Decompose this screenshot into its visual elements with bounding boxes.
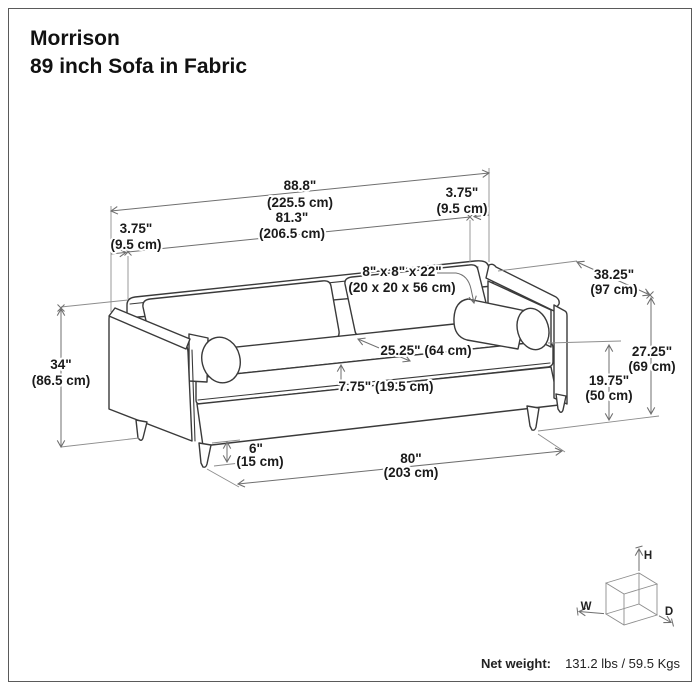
dimension-labels: 88.8" (225.5 cm) 3.75" (9.5 cm) 81.3" (2…: [30, 176, 678, 482]
leg-front-right: [526, 405, 540, 431]
bolster-leader-line: [437, 272, 477, 305]
dim-right-overhang: 3.75" (9.5 cm): [434, 183, 489, 218]
dim-bolster-metric: (20 x 20 x 56 cm): [348, 280, 455, 295]
title-block: Morrison 89 inch Sofa in Fabric: [30, 27, 247, 78]
dim-leg-height-metric: (15 cm): [236, 454, 283, 469]
leg-back-right: [555, 393, 567, 413]
dim-overall-width-inches: 88.8": [284, 178, 317, 193]
dim-arm-height-inches: 27.25": [632, 344, 672, 359]
dim-leg-to-leg-width: 80" (203 cm): [382, 449, 441, 482]
dim-inner-width: 81.3" (206.5 cm): [257, 208, 327, 243]
right-arm-rail: [485, 263, 560, 312]
orientation-cube: H W D: [576, 545, 674, 627]
dim-overall-width-metric: (225.5 cm): [267, 195, 333, 210]
dim-bolster-pillow: 8" x 8" x 22" (20 x 20 x 56 cm): [346, 262, 457, 297]
dim-overall-width: 88.8" (225.5 cm): [265, 176, 335, 212]
dim-inner-width-metric: (206.5 cm): [259, 226, 325, 241]
cube-wireframe: [604, 572, 659, 626]
dim-leg-to-leg-metric: (203 cm): [384, 465, 439, 480]
dim-leg-to-leg-inches: 80": [400, 451, 421, 466]
dim-overall-height-metric: (86.5 cm): [32, 373, 91, 388]
dim-seat-depth: 25.25" (64 cm): [380, 343, 471, 358]
net-weight-label: Net weight:: [481, 656, 551, 671]
dim-overall-height: 34" (86.5 cm): [30, 355, 93, 390]
cube-d-label: D: [665, 606, 673, 618]
cube-w-label: W: [581, 601, 592, 613]
cube-w-axis: [577, 607, 605, 617]
leg-front-left: [198, 442, 212, 468]
left-arm-rail: [108, 307, 191, 350]
dim-seat-height-metric: (50 cm): [585, 388, 632, 403]
dim-inner-width-inches: 81.3": [276, 210, 309, 225]
sofa-illustration: [108, 260, 568, 468]
bolster-pillow-right: [453, 298, 550, 351]
left-arm-inner-edge: [191, 349, 196, 442]
dim-seat-cushion-thickness: 7.75" (19.5 cm): [339, 379, 434, 394]
dim-right-overhang-inches: 3.75": [446, 185, 479, 200]
bolster-pillow-left: [188, 333, 241, 384]
dim-seat-height: 19.75" (50 cm): [583, 371, 634, 405]
product-subtitle: 89 inch Sofa in Fabric: [30, 55, 247, 78]
dim-right-overhang-metric: (9.5 cm): [436, 201, 487, 216]
cube-h-label: H: [644, 550, 652, 562]
dim-overall-depth-inches: 38.25": [594, 267, 634, 282]
dim-seat-height-inches: 19.75": [589, 373, 629, 388]
dimension-lines: [56, 169, 656, 488]
dim-bolster-inches: 8" x 8" x 22": [362, 264, 441, 279]
dim-left-overhang: 3.75" (9.5 cm): [108, 219, 163, 254]
right-arm-front: [553, 304, 568, 405]
page-border: [8, 8, 692, 682]
leg-back-left: [135, 419, 148, 441]
dim-leg-height-inches: 6": [249, 441, 263, 456]
seat-cushion-seam: [197, 362, 551, 401]
dim-left-overhang-inches: 3.75": [120, 221, 153, 236]
product-name: Morrison: [30, 27, 120, 50]
cube-d-axis: [658, 615, 672, 624]
footer: Net weight: 131.2 lbs / 59.5 Kgs: [481, 656, 681, 671]
dim-overall-depth-metric: (97 cm): [590, 282, 637, 297]
dim-overall-height-inches: 34": [50, 357, 71, 372]
dim-overall-depth: 38.25" (97 cm): [588, 265, 639, 299]
dim-leg-height: 6" (15 cm): [234, 439, 285, 471]
dim-left-overhang-metric: (9.5 cm): [110, 237, 161, 252]
net-weight-value: 131.2 lbs / 59.5 Kgs: [565, 656, 680, 671]
dim-arm-height-metric: (69 cm): [628, 359, 675, 374]
dim-arm-height: 27.25" (69 cm): [626, 342, 677, 376]
